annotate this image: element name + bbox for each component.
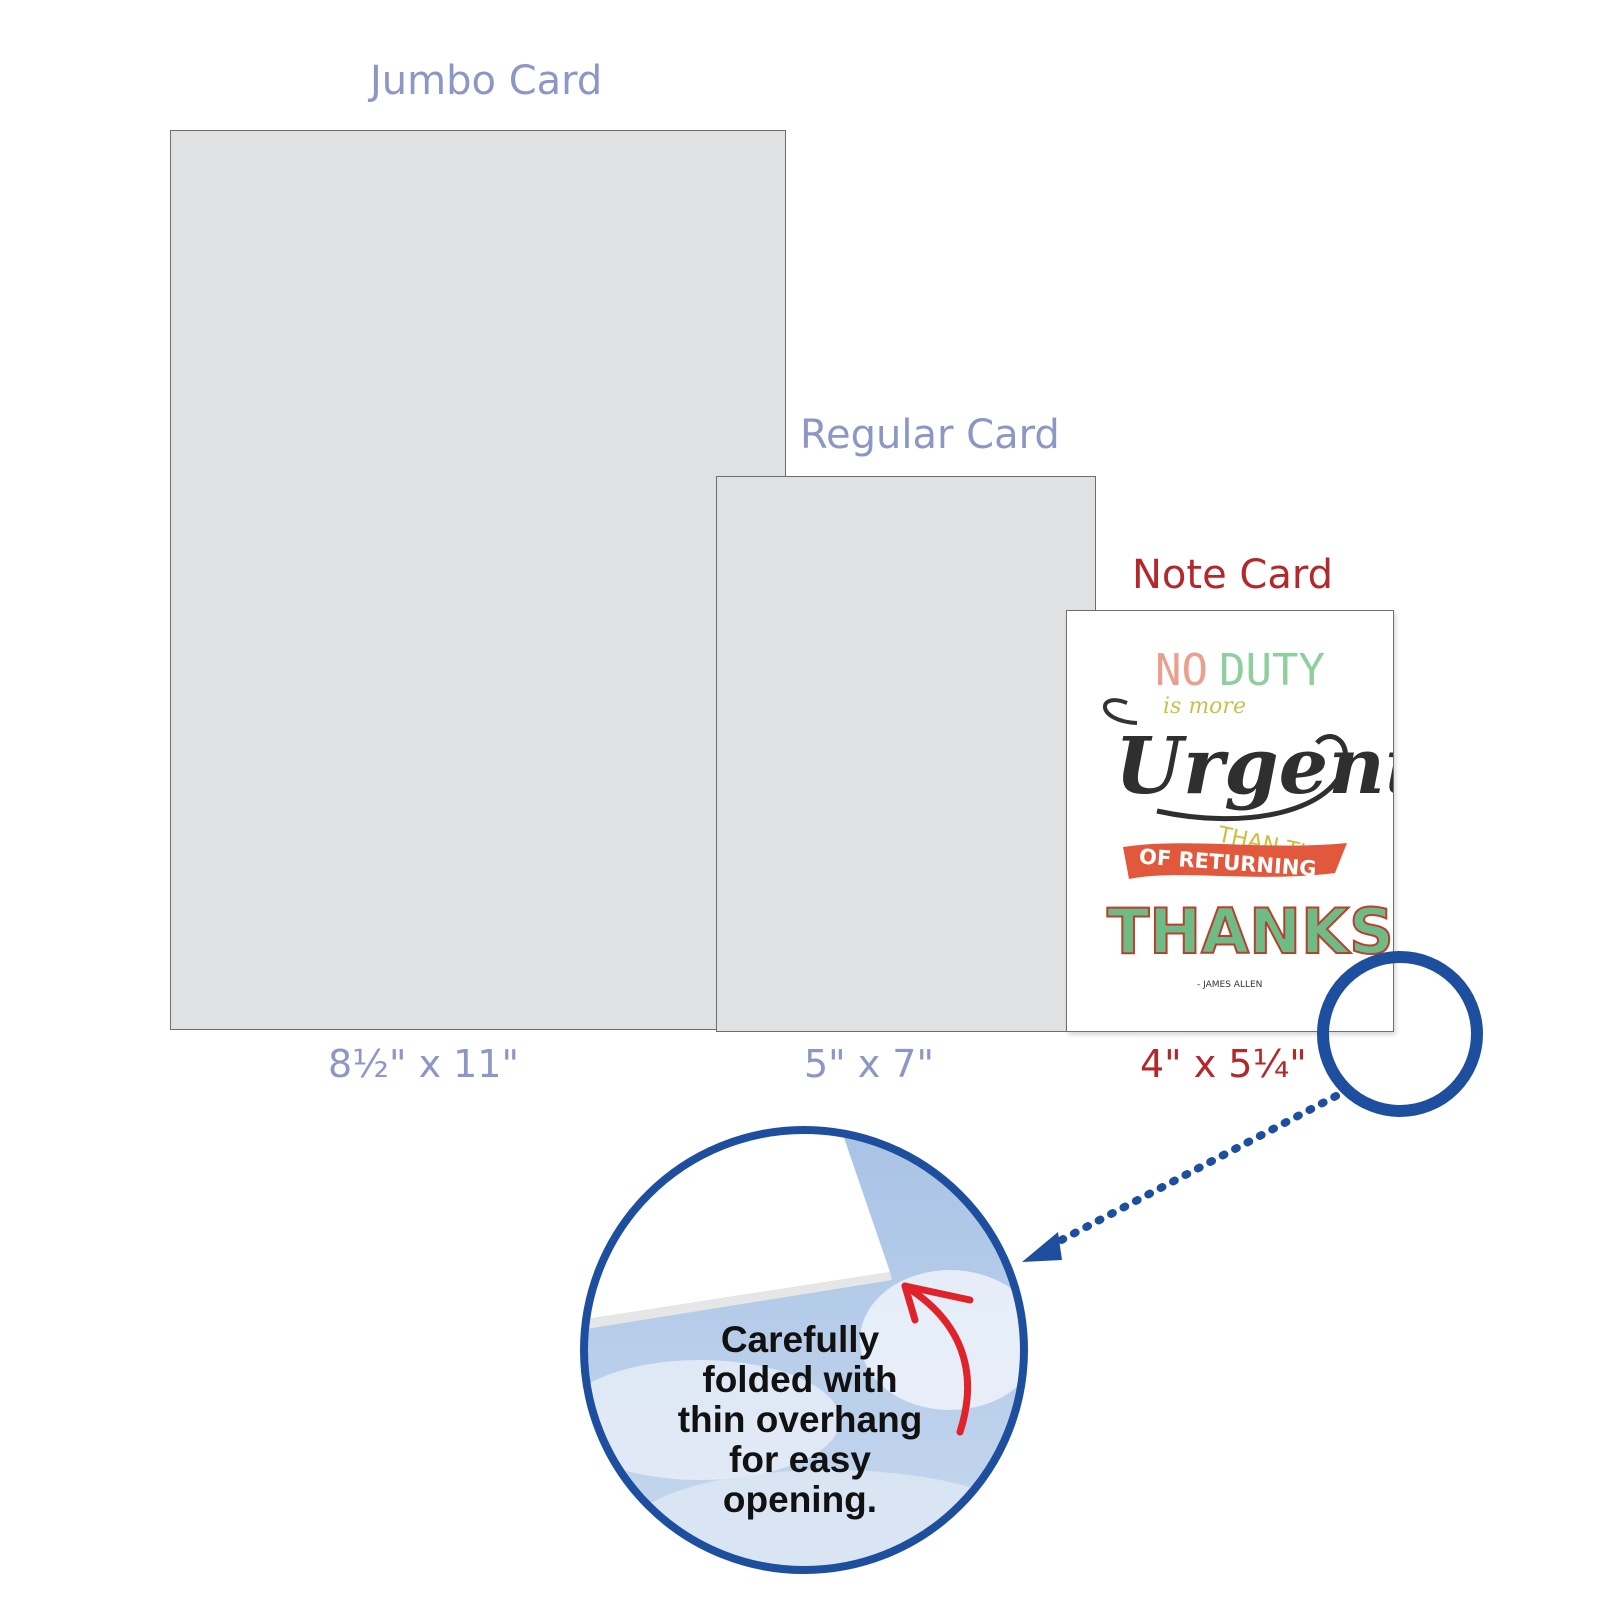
art-flourish-right [1156, 734, 1348, 822]
dotted-connector [1046, 1092, 1340, 1250]
regular-card-size: 5" x 7" [804, 1042, 934, 1086]
red-arrow [901, 1282, 971, 1436]
callout-line: for easy [729, 1439, 871, 1480]
callout-line: folded with [702, 1359, 898, 1400]
art-ribbon [1123, 843, 1347, 879]
art-credit: - JAMES ALLEN [1197, 980, 1262, 990]
corner-highlight-circle [1317, 951, 1483, 1117]
art-urgent: Urgent [1115, 721, 1393, 812]
regular-card [716, 476, 1096, 1032]
art-no: NO [1155, 645, 1208, 696]
jumbo-card-size: 8½" x 11" [328, 1042, 519, 1086]
red-arrowhead [901, 1282, 974, 1324]
connector-arrowhead [1022, 1232, 1062, 1262]
callout-line: opening. [722, 1479, 878, 1520]
art-thanks: THANKS. [1107, 895, 1393, 968]
callout-line: thin overhang [677, 1399, 923, 1440]
magnifier-ring [580, 1126, 1028, 1574]
callout-text: Carefully folded with thin overhang for … [640, 1320, 960, 1520]
note-card-artwork: NO DUTY is more Urgent THAN THAT OF RETU… [1102, 645, 1421, 990]
art-is-more: is more [1163, 694, 1246, 719]
note-card-title: Note Card [1132, 552, 1333, 598]
regular-card-title: Regular Card [800, 412, 1060, 458]
art-duty: DUTY [1219, 645, 1325, 696]
note-card-size: 4" x 5¼" [1140, 1042, 1307, 1086]
art-flourish-left [1102, 698, 1138, 725]
callout-line: Carefully [720, 1319, 880, 1360]
note-card: NO DUTY is more Urgent THAN THAT OF RETU… [1066, 610, 1421, 1032]
jumbo-card-title: Jumbo Card [370, 58, 603, 104]
